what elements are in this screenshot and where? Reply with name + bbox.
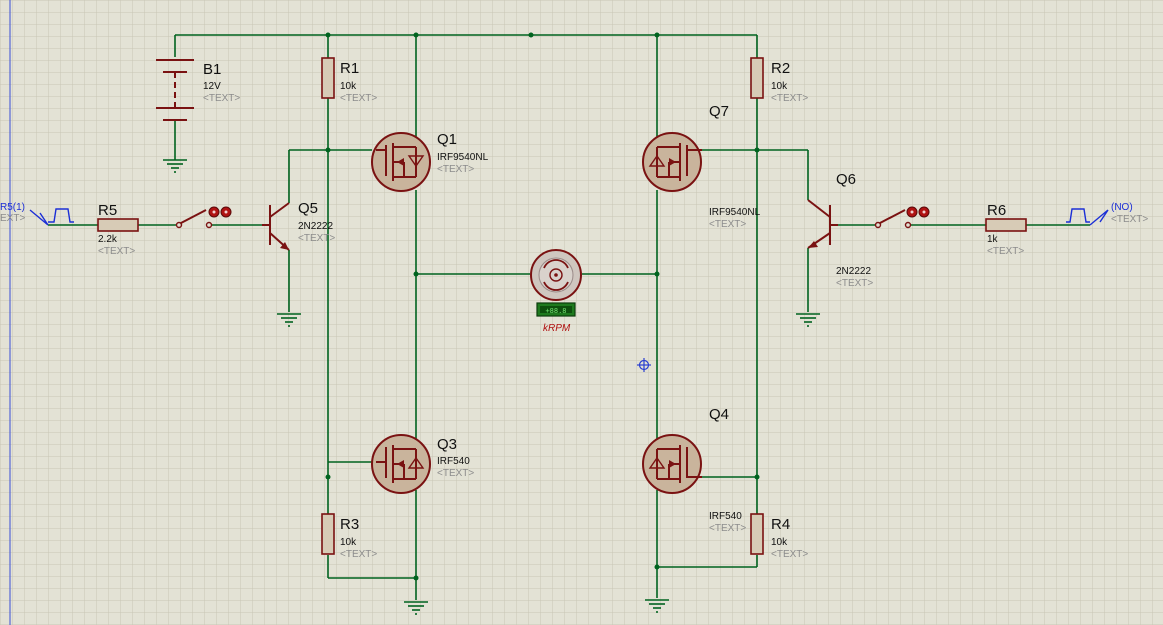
gen-left-label: R5(1): [0, 202, 25, 213]
r1-value: 10k: [340, 81, 357, 92]
pulse-wave-icon: [1066, 208, 1090, 223]
r4-name: R4: [771, 516, 790, 533]
mosfet-q7[interactable]: Q7 IRF9540NL <TEXT>: [642, 103, 761, 230]
q3-value: IRF540: [437, 456, 470, 467]
gen-right-text: <TEXT>: [1111, 214, 1148, 225]
b1-text: <TEXT>: [203, 93, 240, 104]
r6-name: R6: [987, 202, 1006, 219]
q1-value: IRF9540NL: [437, 152, 489, 163]
rpm-readout: +88.8: [545, 307, 566, 315]
junction-dots: [325, 32, 760, 581]
wires: [48, 34, 1090, 600]
ground-q3: [404, 601, 428, 615]
r6-value: 1k: [987, 234, 999, 245]
gen-right-label: (NO): [1111, 202, 1133, 213]
transistor-q6[interactable]: Q6 2N2222 <TEXT>: [807, 171, 873, 289]
crosshair-cursor-icon: [637, 358, 651, 372]
r1-name: R1: [340, 60, 359, 77]
q6-value: 2N2222: [836, 266, 871, 277]
pulse-generator-left[interactable]: R5(1) EXT>: [0, 202, 74, 226]
q3-text: <TEXT>: [437, 468, 474, 479]
r2-name: R2: [771, 60, 790, 77]
r5-text: <TEXT>: [98, 246, 135, 257]
q5-value: 2N2222: [298, 221, 333, 232]
mosfet-q1[interactable]: Q1 IRF9540NL <TEXT>: [371, 131, 489, 192]
q7-value: IRF9540NL: [709, 207, 761, 218]
q4-value: IRF540: [709, 511, 742, 522]
rpm-unit: kRPM: [543, 323, 571, 334]
r2-text: <TEXT>: [771, 93, 808, 104]
r3-text: <TEXT>: [340, 549, 377, 560]
ground-q4: [645, 599, 669, 613]
r3-name: R3: [340, 516, 359, 533]
motor[interactable]: +88.8 kRPM: [530, 249, 582, 334]
switch-left[interactable]: [175, 206, 232, 229]
r5-value: 2.2k: [98, 234, 118, 245]
r6-text: <TEXT>: [987, 246, 1024, 257]
ground-b1: [163, 159, 187, 173]
resistor-r4[interactable]: R4 10k <TEXT>: [750, 513, 808, 560]
q6-text: <TEXT>: [836, 278, 873, 289]
q1-text: <TEXT>: [437, 164, 474, 175]
r5-name: R5: [98, 202, 117, 219]
pulse-wave-icon: [48, 208, 74, 223]
resistor-r1[interactable]: R1 10k <TEXT>: [321, 57, 377, 104]
q5-text: <TEXT>: [298, 233, 335, 244]
r4-value: 10k: [771, 537, 788, 548]
resistor-r3[interactable]: R3 10k <TEXT>: [321, 513, 377, 560]
q6-name: Q6: [836, 171, 856, 188]
q4-text: <TEXT>: [709, 523, 746, 534]
mosfet-q4[interactable]: Q4 IRF540 <TEXT>: [642, 406, 746, 534]
r4-text: <TEXT>: [771, 549, 808, 560]
q7-text: <TEXT>: [709, 219, 746, 230]
mosfet-q3[interactable]: Q3 IRF540 <TEXT>: [371, 434, 474, 494]
ground-q6: [796, 313, 820, 327]
ground-q5: [277, 313, 301, 327]
battery-b1[interactable]: B1 12V <TEXT>: [156, 59, 240, 121]
resistor-r6[interactable]: R6 1k <TEXT>: [985, 202, 1027, 257]
r2-value: 10k: [771, 81, 788, 92]
r3-value: 10k: [340, 537, 357, 548]
pulse-generator-right[interactable]: (NO) <TEXT>: [1066, 202, 1148, 226]
q4-name: Q4: [709, 406, 729, 423]
transistor-q5[interactable]: Q5 2N2222 <TEXT>: [262, 200, 335, 251]
q7-name: Q7: [709, 103, 729, 120]
b1-name: B1: [203, 61, 221, 78]
q3-name: Q3: [437, 436, 457, 453]
q1-name: Q1: [437, 131, 457, 148]
gen-left-text: EXT>: [0, 213, 25, 224]
q5-name: Q5: [298, 200, 318, 217]
switch-right[interactable]: [874, 206, 930, 229]
r1-text: <TEXT>: [340, 93, 377, 104]
b1-value: 12V: [203, 81, 221, 92]
resistor-r5[interactable]: R5 2.2k <TEXT>: [97, 202, 139, 257]
resistor-r2[interactable]: R2 10k <TEXT>: [750, 57, 808, 104]
